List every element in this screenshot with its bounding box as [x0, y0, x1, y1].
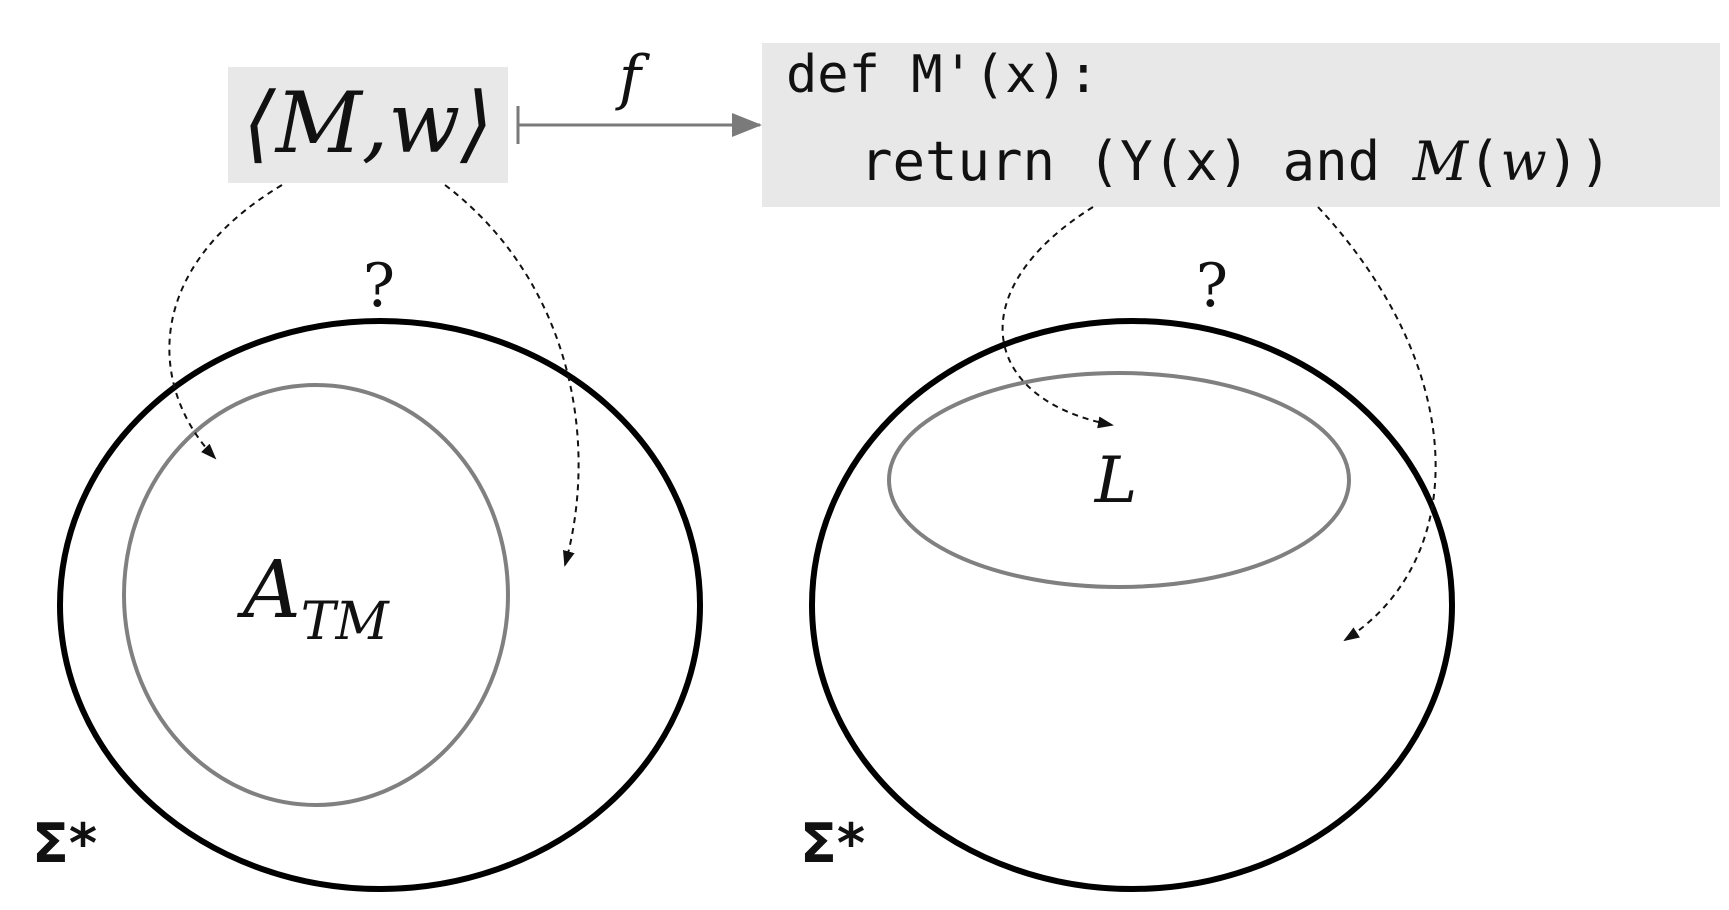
left-language-main: A [236, 543, 301, 636]
right-no-arrow [1317, 206, 1437, 642]
mapping-label: f [615, 43, 651, 113]
left-set-diagram: ? ATM Σ* [32, 184, 703, 892]
left-language-label: ATM [236, 543, 390, 652]
code-line-1: def M'(x): [786, 45, 1099, 105]
left-no-arrow [444, 184, 580, 567]
left-question-mark: ? [363, 251, 395, 321]
code-line-2-open: ( [1468, 130, 1501, 193]
code-box: def M'(x): return (Y(x) and M(w)) [762, 43, 1720, 207]
code-line-2-arg: w [1501, 130, 1547, 193]
code-line-2: return (Y(x) and M(w)) [860, 130, 1612, 193]
code-line-2-func: M [1412, 130, 1470, 193]
right-language-label: L [1094, 444, 1138, 518]
right-universe-ellipse [809, 318, 1455, 892]
code-line-2-prefix: return (Y(x) and [860, 130, 1413, 193]
left-universe-ellipse [57, 318, 703, 892]
input-encoding-box: ⟨M,w⟩ [228, 67, 508, 183]
right-question-mark: ? [1196, 251, 1228, 321]
left-language-sub: TM [301, 592, 391, 652]
code-line-2-close: )) [1547, 130, 1612, 193]
left-language-ellipse [122, 383, 510, 807]
right-set-diagram: ? L Σ* [800, 206, 1455, 892]
mapping-arrow: f [516, 43, 762, 144]
right-universe-label: Σ* [800, 812, 865, 875]
left-yes-arrow [168, 184, 283, 460]
right-language-ellipse [887, 371, 1351, 589]
left-universe-label: Σ* [32, 812, 97, 875]
right-yes-arrow [1001, 206, 1114, 429]
input-encoding-label: ⟨M,w⟩ [243, 74, 493, 172]
